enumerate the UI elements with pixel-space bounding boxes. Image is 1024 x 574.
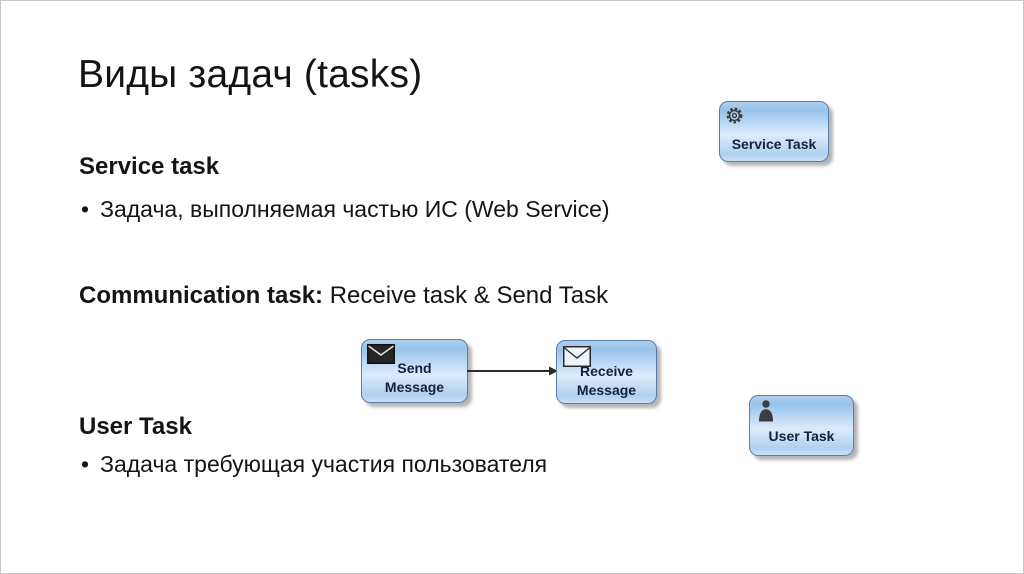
receive-message-label-line1: Receive [580, 363, 633, 379]
user-task-shape: User Task [749, 395, 854, 456]
receive-message-label-line2: Message [576, 382, 637, 398]
section-heading-user-task: User Task [79, 413, 192, 440]
bullet-text-service-task: Задача, выполняемая частью ИС (Web Servi… [100, 196, 610, 222]
communication-task-bold: Communication task: [79, 282, 324, 309]
send-message-label: Send Message [362, 359, 467, 397]
send-message-label-line2: Message [384, 379, 445, 395]
bullet-glyph: • [81, 196, 90, 222]
receive-message-shape: Receive Message [556, 340, 657, 404]
outline-envelope-icon [563, 346, 591, 372]
person-icon [756, 399, 776, 427]
receive-message-label: Receive Message [557, 362, 656, 400]
bullet-line-service-task: • Задача, выполняемая частью ИС (Web Serv… [81, 196, 610, 223]
gear-icon [725, 106, 744, 130]
section-heading-communication-task: Communication task: Receive task & Send … [79, 282, 608, 310]
send-message-shape: Send Message [361, 339, 468, 403]
section-heading-service-task: Service task [79, 153, 220, 180]
bullet-glyph: • [81, 451, 90, 477]
send-message-label-line1: Send [397, 360, 432, 376]
service-task-label: Service Task [731, 136, 817, 152]
communication-task-regular: Receive task & Send Task [329, 282, 609, 309]
bullet-text-user-task: Задача требующая участия пользователя [100, 451, 548, 477]
service-task-shape: Service Task [719, 101, 829, 162]
filled-envelope-icon [367, 344, 395, 369]
page-title: Виды задач (tasks) [78, 53, 423, 96]
sequence-flow-arrow [467, 364, 559, 383]
bullet-line-user-task: • Задача требующая участия пользователя [81, 451, 547, 478]
user-task-label: User Task [768, 428, 835, 444]
